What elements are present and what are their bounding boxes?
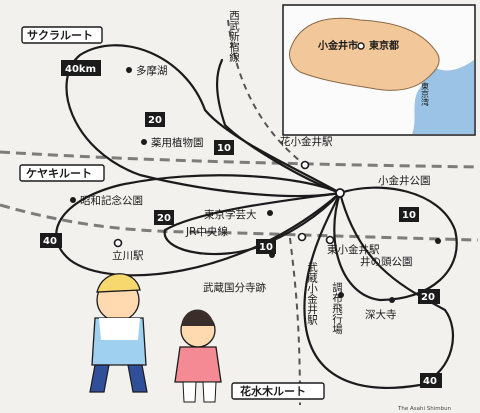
km-10-right-box xyxy=(399,207,419,222)
km-40-left-box xyxy=(40,233,62,248)
inset-label-koganei: 小金井市 xyxy=(317,39,358,52)
label-jr-chuo: JR中央線 xyxy=(185,225,228,238)
inset-koganei-marker xyxy=(357,42,365,50)
station-musashikoganei xyxy=(297,232,307,242)
tag-sakura-box xyxy=(21,26,103,44)
poi-tamako-dot xyxy=(126,67,132,73)
tag-kasuiboku-box xyxy=(231,382,325,400)
label-yakuyo: 薬用植物園 xyxy=(151,136,204,149)
km-10-a: 10 xyxy=(217,143,231,154)
route-sakura-line xyxy=(65,44,342,198)
inset-label-tokyo: 東京都 xyxy=(369,39,399,52)
poi-inokashira-dot xyxy=(435,238,441,244)
route-kasuiboku-line xyxy=(303,191,455,389)
km-10-b-box xyxy=(256,239,276,254)
station-tachikawa xyxy=(113,238,123,248)
poi-chofu-dot xyxy=(338,292,344,298)
route-keyaki-inner xyxy=(163,191,342,256)
km-20-right: 20 xyxy=(421,292,435,303)
label-inokashira: 井の頭公園 xyxy=(360,255,413,268)
inset-label-bay: 東京湾 xyxy=(421,81,430,107)
map-credit: The Asahi Shimbun xyxy=(397,406,452,412)
km-40-bottom: 40 xyxy=(423,376,437,387)
km-10-right: 10 xyxy=(402,210,416,221)
route-keyaki-line xyxy=(55,174,342,277)
label-chofu: 調布飛行場 xyxy=(331,281,343,335)
km-40-bottom-box xyxy=(420,373,442,388)
label-tamako: 多摩湖 xyxy=(136,64,168,77)
km-20-a-box xyxy=(145,112,165,127)
poi-gakugei-dot xyxy=(267,210,273,216)
km-10-b: 10 xyxy=(259,242,273,253)
label-seibu: 西武新宿線 xyxy=(228,10,240,63)
km-40-left: 40 xyxy=(43,236,57,247)
label-kokubunji: 武蔵国分寺跡 xyxy=(203,281,266,294)
km-40-top: 40km xyxy=(65,64,96,75)
route-sakura-label: サクラルート xyxy=(27,29,93,42)
label-showa: 昭和記念公園 xyxy=(80,194,143,207)
label-higashikoganei: 東小金井駅 xyxy=(327,243,380,256)
label-musashikoganei: 武蔵小金井駅 xyxy=(306,261,318,326)
station-hanakoganei xyxy=(300,160,310,170)
label-koganei-park: 小金井公園 xyxy=(378,174,431,187)
station-higashikoganei xyxy=(325,235,335,245)
route-east-loop xyxy=(333,186,458,302)
km-10-a-box xyxy=(214,140,234,155)
tag-keyaki-box xyxy=(19,164,105,182)
route-sakura-inner xyxy=(215,58,342,195)
km-40-top-box xyxy=(61,60,101,76)
label-hanakoganei: 花小金井駅 xyxy=(280,135,333,148)
label-jindaiji: 深大寺 xyxy=(365,308,397,321)
km-20-b: 20 xyxy=(157,213,171,224)
rail-seibu-shinjuku xyxy=(227,19,306,166)
poi-yakuyo-dot xyxy=(141,139,147,145)
poi-jindaiji-dot xyxy=(389,297,395,303)
km-20-a: 20 xyxy=(148,115,162,126)
inset-tokyo-land xyxy=(289,17,440,91)
route-kasuiboku-label: 花水木ルート xyxy=(240,384,306,398)
label-tachikawa: 立川駅 xyxy=(112,249,144,262)
hub-node xyxy=(335,188,345,198)
rail-bottom-branch xyxy=(289,237,301,406)
rail-jr-chuo xyxy=(0,203,479,242)
label-gakugei: 東京学芸大 xyxy=(204,208,257,221)
km-20-b-box xyxy=(154,210,174,225)
route-keyaki-label: ケヤキルート xyxy=(26,167,92,180)
km-20-right-box xyxy=(418,289,440,304)
rail-seibu-horizontal xyxy=(0,150,479,169)
cartoon-children xyxy=(89,273,222,403)
poi-showa-dot xyxy=(70,197,76,203)
